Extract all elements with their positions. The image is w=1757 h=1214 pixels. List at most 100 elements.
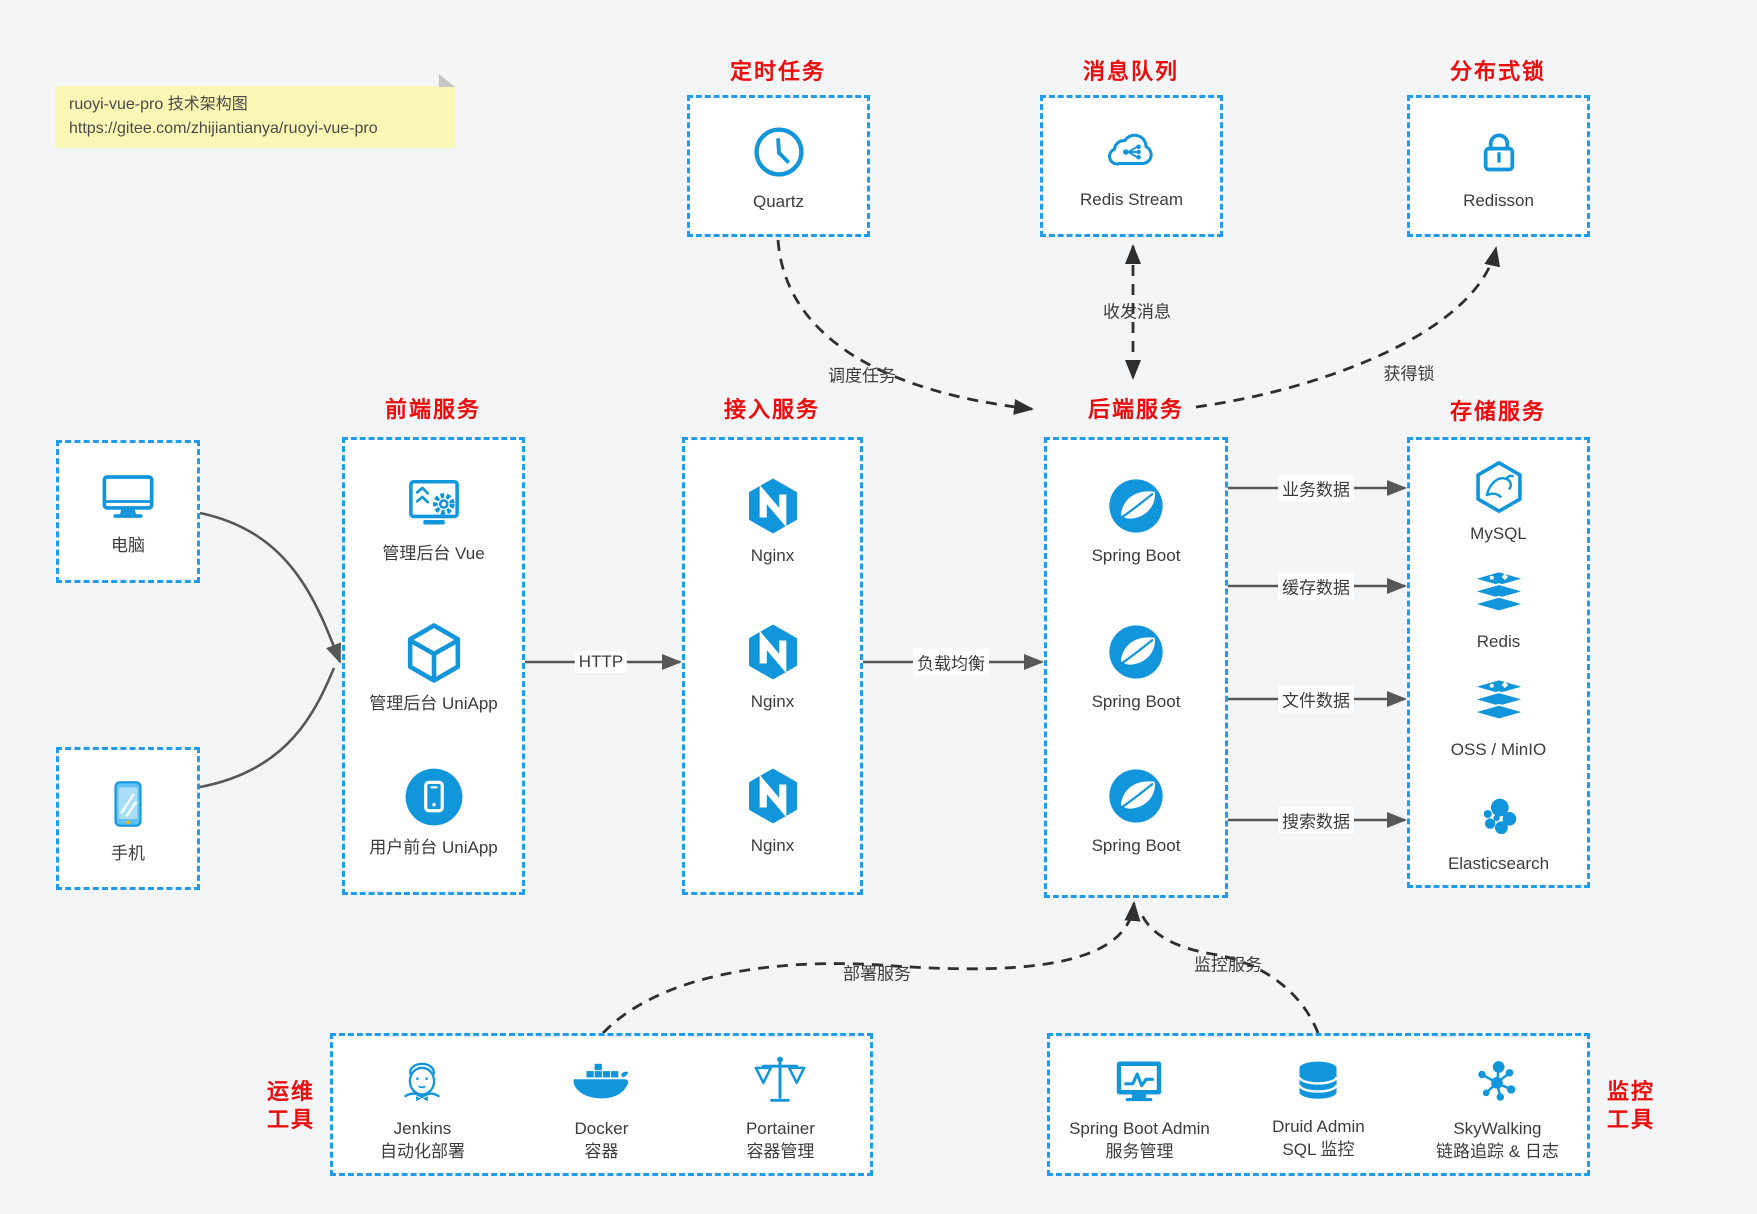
node-mysql: MySQL (1410, 458, 1587, 544)
edge-label-acquire-lock: 获得锁 (1383, 364, 1435, 384)
group-monitor-tools: Spring Boot Admin 服务管理 Druid Admin SQL 监… (1047, 1033, 1590, 1176)
title-storage: 存储服务 (1449, 399, 1547, 424)
jenkins-icon (404, 1062, 441, 1102)
node-label: 管理后台 Vue (382, 544, 485, 563)
node-label: MySQL (1470, 524, 1527, 543)
node-skywalking: SkyWalking 链路追踪 & 日志 (1408, 1052, 1587, 1162)
node-sublabel: 链路追踪 & 日志 (1436, 1142, 1559, 1161)
node-label: 用户前台 UniApp (369, 838, 498, 857)
edge-label-search-data: 搜索数据 (1278, 806, 1354, 834)
node-nginx-1: Nginx (685, 474, 860, 566)
node-jenkins: Jenkins 自动化部署 (333, 1052, 512, 1162)
mysql-icon (1475, 461, 1522, 513)
node-admin-uniapp: 管理后台 UniApp (345, 620, 522, 714)
nginx-icon (748, 478, 797, 534)
node-sublabel: 容器管理 (746, 1142, 815, 1161)
node-sublabel: SQL 监控 (1282, 1140, 1355, 1159)
title-monitor-tools: 监控 工具 (1606, 1079, 1656, 1132)
node-oss-minio: OSS / MinIO (1410, 674, 1587, 760)
node-label: 管理后台 UniApp (369, 694, 498, 713)
node-pc-client: 电脑 (56, 440, 200, 583)
node-label: Redis (1476, 632, 1521, 651)
node-redisson: Redisson (1407, 95, 1590, 237)
title-gateway: 接入服务 (723, 397, 821, 422)
node-label: Elasticsearch (1447, 854, 1550, 873)
edge-label-send-receive-message: 收发消息 (1103, 302, 1171, 322)
spring-boot-icon (1109, 479, 1163, 533)
desktop-computer-icon (102, 475, 154, 518)
node-label: Docker (574, 1119, 629, 1138)
smartphone-icon (114, 781, 142, 827)
nginx-icon (748, 768, 797, 824)
node-label: Redisson (1463, 190, 1534, 210)
node-label: Nginx (750, 546, 795, 565)
node-label: Spring Boot (1091, 836, 1181, 855)
sticky-note: ruoyi-vue-pro 技术架构图 https://gitee.com/zh… (55, 74, 455, 148)
node-sublabel: 容器 (584, 1142, 619, 1161)
note-title: ruoyi-vue-pro 技术架构图 (69, 96, 248, 113)
user-app-icon (405, 768, 462, 826)
node-user-uniapp: 用户前台 UniApp (345, 764, 522, 858)
redis-icon (1469, 570, 1528, 613)
node-admin-vue: 管理后台 Vue (345, 472, 522, 564)
portainer-scales-icon (755, 1056, 806, 1102)
edge-label-business-data: 业务数据 (1278, 474, 1354, 502)
admin-vue-icon (408, 480, 459, 525)
edge-label-deploy-service: 部署服务 (843, 964, 911, 984)
node-springboot-1: Spring Boot (1047, 474, 1225, 566)
node-label: OSS / MinIO (1450, 740, 1547, 759)
skywalking-network-icon (1478, 1061, 1516, 1101)
node-sublabel: 自动化部署 (379, 1142, 465, 1161)
database-icon (1298, 1061, 1339, 1099)
group-storage: MySQL Redis OSS / MinIO (1407, 437, 1590, 888)
title-frontend: 前端服务 (384, 397, 482, 422)
group-frontend: 管理后台 Vue 管理后台 UniApp 用户前台 UniApp (342, 437, 525, 895)
edge-label-file-data: 文件数据 (1278, 685, 1354, 713)
node-quartz: Quartz (687, 95, 870, 237)
node-label: Spring Boot (1091, 692, 1181, 711)
title-scheduled-jobs: 定时任务 (729, 59, 827, 84)
edge-label-http: HTTP (574, 651, 628, 673)
node-label: Nginx (750, 692, 795, 711)
node-label: Portainer (745, 1119, 815, 1138)
node-nginx-3: Nginx (685, 764, 860, 856)
edge-label-schedule-task: 调度任务 (828, 366, 896, 386)
title-message-queue: 消息队列 (1082, 59, 1180, 84)
node-spring-boot-admin: Spring Boot Admin 服务管理 (1050, 1052, 1229, 1162)
elasticsearch-icon (1483, 798, 1516, 835)
spring-boot-icon (1109, 625, 1163, 679)
node-label: Spring Boot Admin (1069, 1119, 1210, 1138)
node-label: Spring Boot (1091, 546, 1181, 565)
node-mobile-client: 手机 (56, 747, 200, 890)
group-ops-tools: Jenkins 自动化部署 Docker 容器 Porta (330, 1033, 873, 1176)
node-elasticsearch: Elasticsearch (1410, 790, 1587, 874)
node-label: Nginx (750, 836, 795, 855)
node-springboot-2: Spring Boot (1047, 620, 1225, 712)
edge-label-load-balance: 负载均衡 (913, 648, 989, 676)
object-storage-icon (1469, 678, 1528, 721)
spring-boot-icon (1109, 769, 1163, 823)
edge-label-cache-data: 缓存数据 (1278, 572, 1354, 600)
node-label: 手机 (111, 844, 145, 863)
uniapp-cube-icon (407, 623, 460, 683)
cloud-stream-icon (1107, 133, 1153, 165)
node-springboot-3: Spring Boot (1047, 764, 1225, 856)
node-druid-admin: Druid Admin SQL 监控 (1229, 1052, 1408, 1160)
edge-label-monitor-service: 监控服务 (1194, 955, 1262, 975)
title-ops-tools: 运维 工具 (266, 1079, 316, 1132)
title-distributed-lock: 分布式锁 (1449, 59, 1547, 84)
clock-icon (753, 126, 804, 177)
group-backend: Spring Boot Spring Boot Spring Boot (1044, 437, 1228, 898)
note-fold-corner (439, 74, 455, 87)
spring-boot-admin-icon (1117, 1061, 1162, 1102)
node-label: 电脑 (111, 536, 145, 555)
node-portainer: Portainer 容器管理 (691, 1052, 870, 1162)
note-url: https://gitee.com/zhijiantianya/ruoyi-vu… (69, 120, 378, 137)
title-backend: 后端服务 (1087, 397, 1185, 422)
docker-icon (574, 1063, 629, 1099)
node-redis-stream: Redis Stream (1040, 95, 1223, 237)
nginx-icon (748, 624, 797, 680)
node-redis: Redis (1410, 566, 1587, 652)
group-gateway: Nginx Nginx Nginx (682, 437, 863, 895)
